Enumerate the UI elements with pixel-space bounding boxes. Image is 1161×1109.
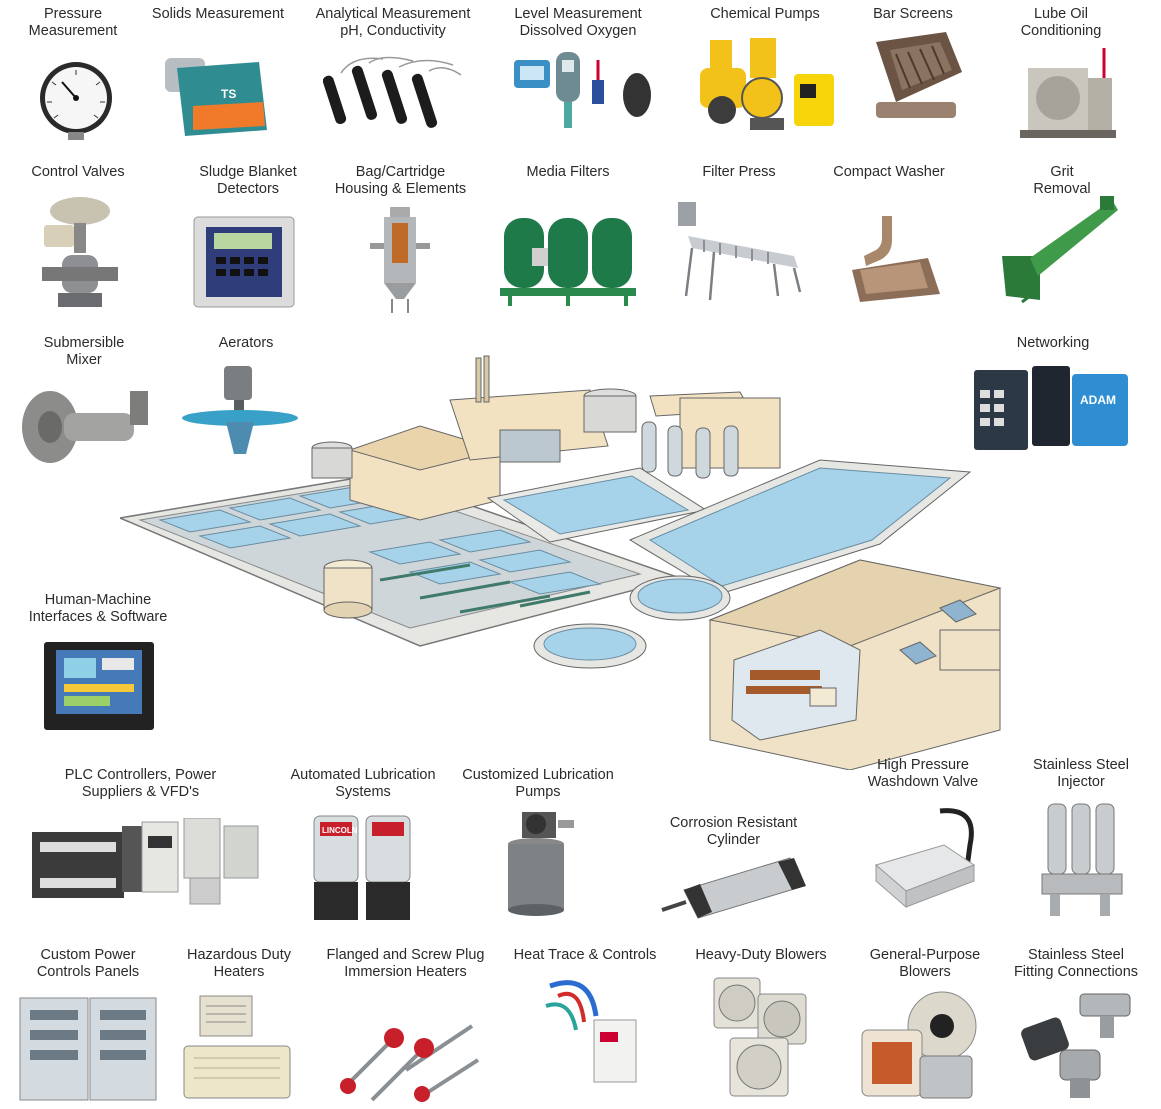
lube-oil-unit-image [1018, 48, 1118, 140]
bar-screens-label: Bar Screens [873, 6, 953, 22]
immersion-heaters-label: Flanged and Screw Plug Immersion Heaters [326, 947, 485, 980]
bar-screen-image [866, 32, 966, 122]
general-blowers-image [860, 990, 980, 1102]
stainless-fittings-image [1020, 990, 1140, 1102]
lubrication-pump-image [496, 810, 580, 918]
compact-washer-label: Compact Washer [833, 164, 945, 180]
pressure-measurement-label: Pressure Measurement [28, 6, 118, 39]
networking-devices-image: ADAM [972, 360, 1132, 452]
analytical-measurement-label: Analytical Measurement pH, Conductivity [315, 6, 471, 39]
hmi-panel-image [42, 640, 156, 732]
treatment-plant-illustration [120, 350, 1020, 770]
plc-controllers-label: PLC Controllers, Power Suppliers & VFD's [64, 767, 217, 800]
chemical-pumps-image [692, 38, 838, 132]
heat-trace-label: Heat Trace & Controls [513, 947, 657, 963]
hazardous-duty-heaters-label: Hazardous Duty Heaters [187, 947, 291, 980]
solids-measurement-label: Solids Measurement [151, 6, 285, 22]
general-blowers-label: General-Purpose Blowers [869, 947, 981, 980]
heavy-duty-blowers-image [710, 974, 810, 1102]
immersion-heaters-image [332, 1010, 482, 1104]
chemical-pumps-label: Chemical Pumps [710, 6, 820, 22]
power-panels-label: Custom Power Controls Panels [36, 947, 140, 980]
stainless-injector-label: Stainless Steel Injector [1033, 757, 1129, 790]
lube-brand-mark: LINCOLN [322, 826, 358, 835]
hazardous-heater-image [180, 994, 298, 1102]
compact-washer-image [846, 210, 942, 302]
corrosion-cylinder-image [660, 856, 812, 922]
control-valves-label: Control Valves [31, 164, 125, 180]
media-filters-image [500, 208, 636, 308]
customized-lubrication-label: Customized Lubrication Pumps [462, 767, 614, 800]
sludge-blanket-label: Sludge Blanket Detectors [199, 164, 297, 197]
solids-analyzer-mark: TS [221, 87, 236, 101]
aerator-image [180, 362, 300, 460]
automated-lubrication-image: LINCOLN [310, 808, 414, 924]
bag-filter-housing-image [370, 203, 430, 315]
aerators-label: Aerators [218, 335, 274, 351]
sludge-detector-image [192, 215, 296, 310]
media-filters-label: Media Filters [526, 164, 610, 180]
submersible-mixer-image [20, 383, 150, 469]
submersible-mixer-label: Submersible Mixer [43, 335, 125, 368]
pressure-gauge-image [32, 60, 120, 140]
stainless-fittings-label: Stainless Steel Fitting Connections [1013, 947, 1139, 980]
washdown-valve-label: High Pressure Washdown Valve [867, 757, 979, 790]
control-valve-image [38, 195, 118, 313]
bag-cartridge-label: Bag/Cartridge Housing & Elements [334, 164, 467, 197]
stainless-injector-image [1040, 800, 1124, 920]
washdown-valve-image [870, 805, 980, 915]
networking-label: Networking [1016, 335, 1090, 351]
grit-removal-image [1000, 196, 1120, 304]
automated-lubrication-label: Automated Lubrication Systems [290, 767, 436, 800]
filter-press-image [674, 196, 804, 302]
plc-controllers-image [30, 818, 270, 910]
hmi-label: Human-Machine Interfaces & Software [28, 592, 168, 625]
corrosion-cylinder-label: Corrosion Resistant Cylinder [669, 815, 798, 848]
heat-trace-image [540, 976, 640, 1084]
heavy-duty-blowers-label: Heavy-Duty Blowers [695, 947, 827, 963]
level-instruments-image [512, 50, 662, 130]
analytical-probes-image [323, 55, 463, 145]
grit-removal-label: Grit Removal [1033, 164, 1091, 197]
filter-press-label: Filter Press [702, 164, 776, 180]
level-measurement-label: Level Measurement Dissolved Oxygen [514, 6, 642, 39]
power-panels-image [18, 996, 158, 1102]
solids-analyzer-image: TS [163, 48, 273, 140]
lube-oil-conditioning-label: Lube Oil Conditioning [1020, 6, 1102, 39]
networking-mark: ADAM [1080, 393, 1116, 407]
